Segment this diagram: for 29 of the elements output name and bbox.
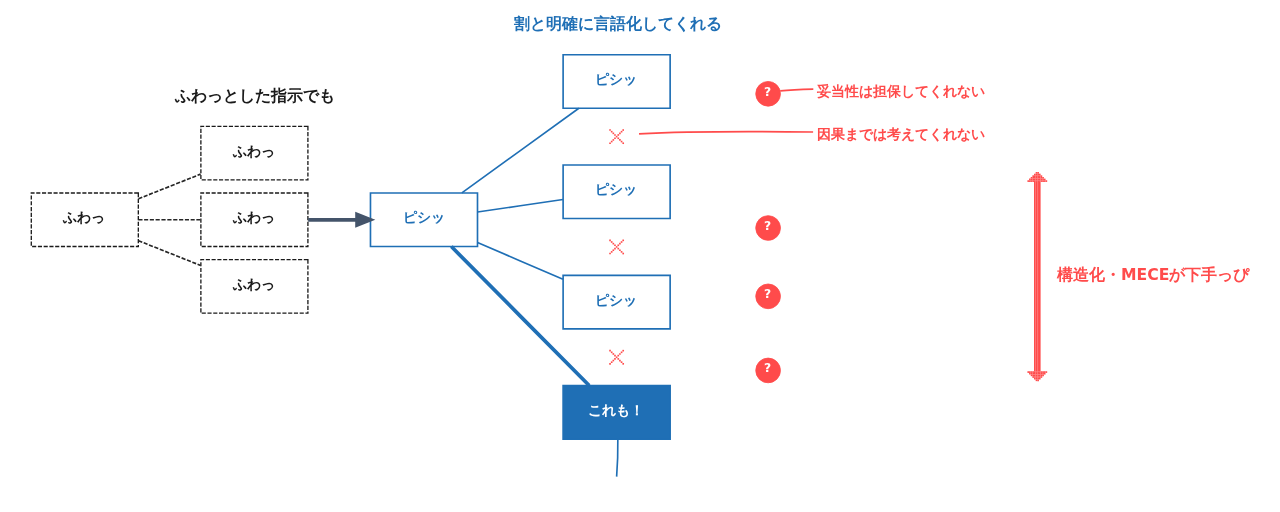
connector xyxy=(137,173,201,200)
node-box: ピシッ xyxy=(561,274,671,330)
node-box: ふわっ xyxy=(199,192,309,248)
node-box: これも！ xyxy=(561,384,671,440)
label: 構造化・MECEが下手っぴ xyxy=(1056,264,1249,284)
node-box: ふわっ xyxy=(199,125,309,181)
node-box: ピシッ xyxy=(561,164,671,220)
connector xyxy=(449,245,590,387)
node-circle: ? xyxy=(754,357,781,384)
node-box: ふわっ xyxy=(30,192,139,248)
connector xyxy=(637,130,814,135)
label: 割と明確に言語化してくれる xyxy=(513,14,722,34)
arrow xyxy=(307,211,375,228)
node-text: 妥当性は担保してくれない xyxy=(816,83,985,100)
node-box: ピシッ xyxy=(369,192,478,248)
connector xyxy=(137,218,201,221)
connector xyxy=(778,88,814,92)
label: ふわっとした指示でも xyxy=(174,85,335,105)
connector xyxy=(476,198,564,213)
node-circle: ? xyxy=(754,81,781,107)
node-text: 因果までは考えてくれない xyxy=(816,126,985,143)
node-box: ピシッ xyxy=(561,53,671,110)
node-box: ふわっ xyxy=(199,259,309,314)
node-circle: ? xyxy=(754,215,781,241)
connector xyxy=(460,107,580,194)
connector xyxy=(615,438,619,478)
connector xyxy=(137,239,201,267)
connector xyxy=(476,241,564,281)
node-circle: ? xyxy=(754,283,781,310)
